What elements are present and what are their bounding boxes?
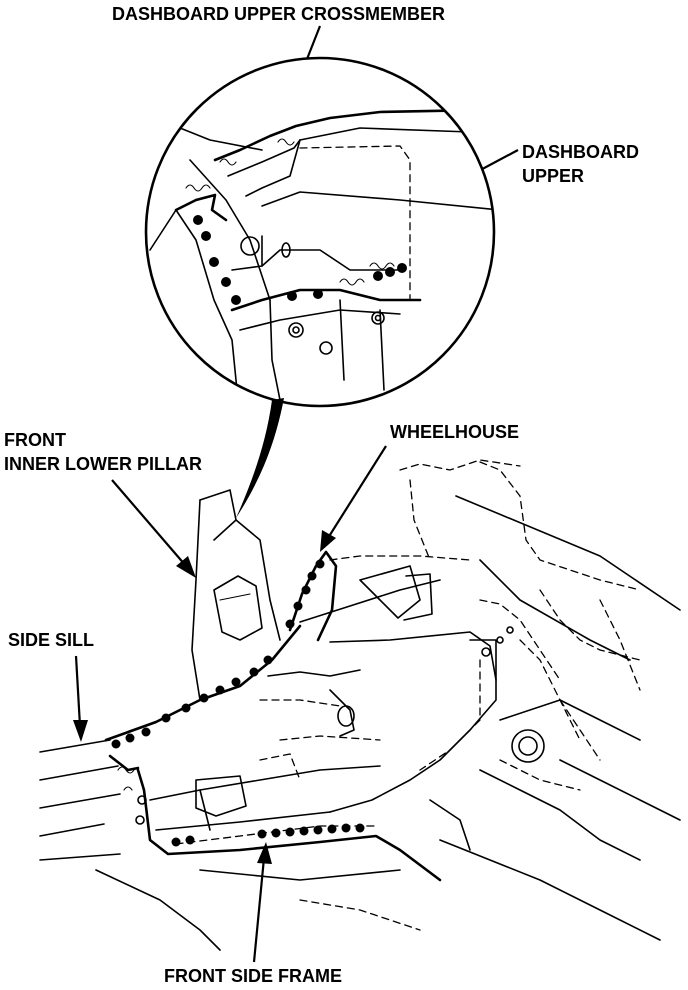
label-wheelhouse: WHEELHOUSE <box>390 422 519 442</box>
label-dashboard-upper-line1: DASHBOARD <box>522 142 639 162</box>
label-dashboard-upper-crossmember: DASHBOARD UPPER CROSSMEMBER <box>112 4 445 24</box>
label-front-inner-lower-pillar-line2: INNER LOWER PILLAR <box>4 454 202 474</box>
label-front-side-frame: FRONT SIDE FRAME <box>164 966 342 986</box>
leader-side-sill <box>73 655 88 742</box>
label-dashboard-upper-line2: UPPER <box>522 166 584 186</box>
label-side-sill: SIDE SILL <box>8 630 94 650</box>
leader-front-side-frame <box>252 842 272 963</box>
leader-front-inner-lower-pillar <box>111 479 196 578</box>
detail-magnified-view <box>144 56 496 518</box>
main-body-structure <box>39 459 681 951</box>
leader-wheelhouse <box>320 445 387 552</box>
label-front-inner-lower-pillar-line1: FRONT <box>4 430 66 450</box>
